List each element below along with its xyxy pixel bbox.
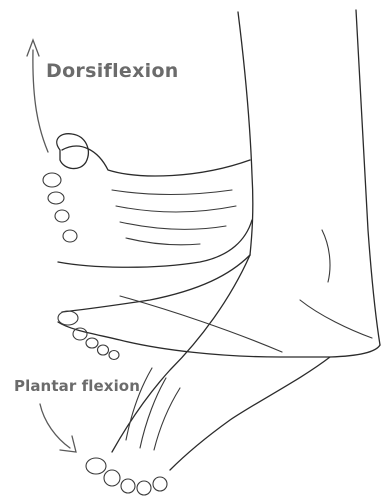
- dorsi-tendon-3: [120, 222, 226, 229]
- dorsi-big-toe: [57, 134, 89, 169]
- plantar-arrow-head: [60, 436, 76, 452]
- plantar-tendon-2: [140, 378, 166, 448]
- calf-back-line: [356, 10, 380, 345]
- plantar-flexion-arrow: [40, 404, 76, 452]
- neutral-foot: [58, 230, 380, 360]
- plantar-toe-4: [137, 481, 151, 495]
- dorsi-toe-4: [55, 210, 69, 222]
- plantar-toe-5: [153, 477, 167, 491]
- plantar-foot-back: [170, 357, 330, 470]
- plantar-arrow-shaft: [40, 404, 70, 448]
- plantar-crossing-line: [120, 296, 282, 352]
- plantar-toe-2: [104, 470, 120, 486]
- plantar-foot-front: [112, 255, 250, 452]
- dorsiflexion-arrow: [27, 40, 48, 152]
- dorsi-tendon-4: [126, 238, 200, 245]
- plantar-toe-3: [121, 479, 135, 493]
- neutral-toe-1: [58, 311, 78, 325]
- neutral-toe-5: [109, 351, 119, 360]
- neutral-toe-2: [73, 328, 87, 340]
- ankle-bone-line: [322, 230, 330, 282]
- dorsi-toe-2: [43, 173, 61, 187]
- neutral-toe-3: [86, 338, 98, 348]
- dorsi-foot-top: [62, 146, 250, 176]
- plantar-flexed-foot: [86, 255, 330, 495]
- dorsi-toe-3: [48, 192, 64, 204]
- dorsi-tendon-2: [116, 206, 236, 212]
- dorsi-tendon-1: [112, 190, 232, 195]
- dorsiflexed-foot: [43, 134, 252, 268]
- dorsi-toe-5: [63, 230, 77, 242]
- dorsiflexion-label: Dorsiflexion: [46, 60, 179, 82]
- neutral-foot-top: [62, 255, 250, 312]
- lower-leg: [238, 10, 380, 345]
- neutral-toe-4: [98, 345, 109, 355]
- plantar-toe-1: [86, 458, 106, 474]
- plantar-flexion-label: Plantar flexion: [14, 377, 140, 395]
- heel-contour: [300, 300, 372, 338]
- plantar-tendon-3: [154, 388, 180, 450]
- shin-front-line: [238, 12, 253, 255]
